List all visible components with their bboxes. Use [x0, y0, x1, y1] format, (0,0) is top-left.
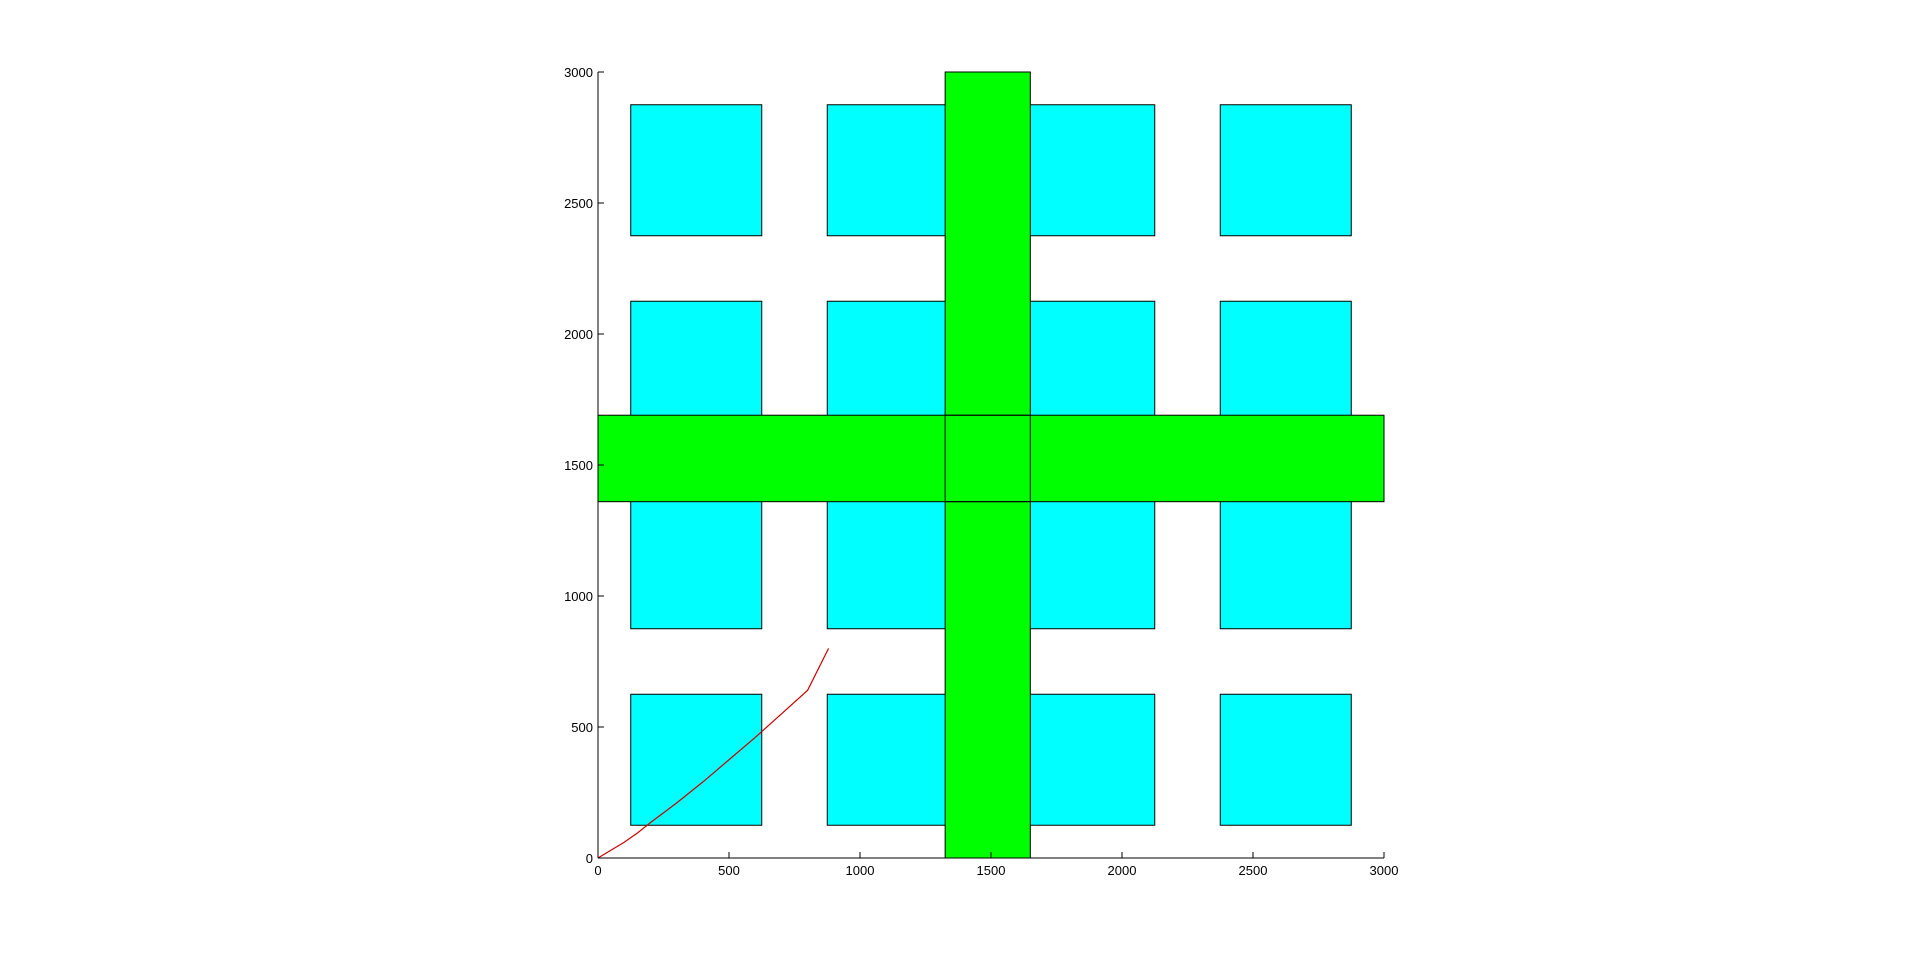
- y-tick-label: 0: [586, 851, 593, 866]
- x-tick-label: 1000: [846, 863, 875, 878]
- x-tick-label: 2500: [1239, 863, 1268, 878]
- obstacle-rect-12: [1219, 300, 1352, 433]
- y-tick-label: 1500: [564, 458, 593, 473]
- obstacle-rect-2: [826, 693, 959, 826]
- obstacle-rect-14: [826, 104, 959, 237]
- obstacle-rect-10: [826, 300, 959, 433]
- path-layer: [597, 648, 830, 859]
- path-line: [597, 648, 830, 859]
- obstacle-rect-5: [630, 497, 763, 630]
- obstacle-rect-3: [1023, 693, 1156, 826]
- obstacle-rect-8: [1219, 497, 1352, 630]
- obstacle-rect-15: [1023, 104, 1156, 237]
- x-tick-label: 0: [594, 863, 601, 878]
- axes: 0 500 1000 1500 2000 2500 3000 0 500 1000 1500 2000…: [564, 65, 1398, 878]
- obstacle-rect-4: [1219, 693, 1352, 826]
- obstacle-rect-7: [1023, 497, 1156, 630]
- corridor-rect-2: [597, 414, 1385, 503]
- x-tick-label: 1500: [977, 863, 1006, 878]
- y-tick-label: 500: [571, 720, 593, 735]
- obstacles-layer: [630, 104, 1352, 826]
- corridors-layer: [597, 71, 1385, 859]
- corridor-intersection: [944, 414, 1031, 503]
- obstacle-rect-6: [826, 497, 959, 630]
- obstacle-rect-9: [630, 300, 763, 433]
- x-tick-label: 2000: [1108, 863, 1137, 878]
- y-tick-label: 1000: [564, 589, 593, 604]
- obstacle-rect-13: [630, 104, 763, 237]
- y-tick-label: 3000: [564, 65, 593, 80]
- obstacle-rect-1: [630, 693, 763, 826]
- obstacle-rect-11: [1023, 300, 1156, 433]
- y-tick-label: 2500: [564, 196, 593, 211]
- y-tick-label: 2000: [564, 327, 593, 342]
- obstacle-rect-16: [1219, 104, 1352, 237]
- x-tick-label: 500: [718, 863, 740, 878]
- x-tick-label: 3000: [1370, 863, 1399, 878]
